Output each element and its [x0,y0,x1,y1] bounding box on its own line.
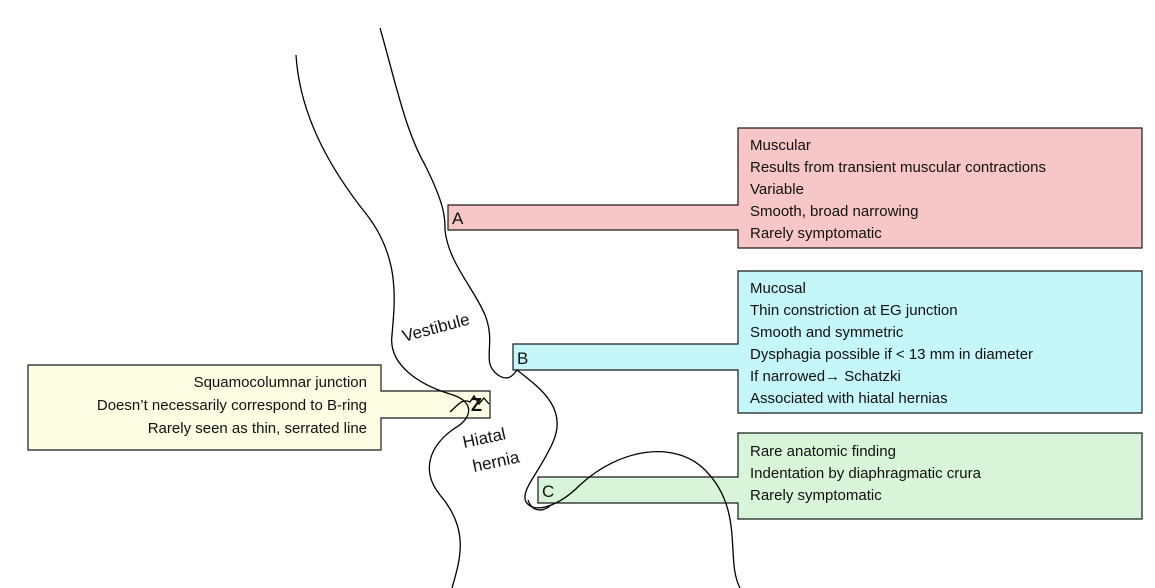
callout-a-letter: A [452,209,464,228]
callout-b-box [512,270,1143,414]
callout-c-line-2: Indentation by diaphragmatic crura [750,465,982,482]
callout-a-line-1: Muscular [750,137,811,154]
callout-a-line-5: Rarely symptomatic [750,225,882,242]
callout-a-line-4: Smooth, broad narrowing [750,203,918,220]
callout-b-letter: B [517,349,528,368]
callout-b: B Mucosal Thin constriction at EG juncti… [512,270,1143,414]
callout-b-line-1: Mucosal [750,280,806,297]
hiatal-hernia-label-line-2: hernia [471,447,522,476]
callout-z-line-3: Rarely seen as thin, serrated line [148,420,367,437]
callout-b-line-4: Dysphagia possible if < 13 mm in diamete… [750,346,1033,363]
callout-c-letter: C [542,482,554,501]
hiatal-hernia-label-line-1: Hiatal [461,424,507,452]
z-line-serration [449,394,490,413]
callout-c-line-1: Rare anatomic finding [750,443,896,460]
callout-c: C Rare anatomic finding Indentation by d… [537,432,1143,520]
callout-b-line-6: Associated with hiatal hernias [750,390,948,407]
z-line-marker: Z [471,395,482,415]
callout-z-line-2: Doesn’t necessarily correspond to B-ring [97,397,367,414]
callout-c-line-3: Rarely symptomatic [750,487,882,504]
crura-indentation-curve [527,499,551,511]
esophagus-left-wall [295,54,470,588]
vestibule-label: Vestibule [400,310,472,346]
callout-z: Squamocolumnar junction Doesn’t necessar… [27,364,491,451]
callout-b-line-3: Smooth and symmetric [750,324,904,341]
esophagus-right-wall [379,27,741,588]
callout-a-line-3: Variable [750,181,804,198]
callout-b-line-5: If narrowed→ Schatzki [750,368,901,385]
callout-z-box [27,364,491,451]
callout-c-box [537,432,1143,520]
callout-a-line-2: Results from transient muscular contract… [750,159,1046,176]
esophagus-outline [295,27,741,588]
callout-b-line-2: Thin constriction at EG junction [750,302,958,319]
callout-a: A Muscular Results from transient muscul… [447,127,1143,249]
callout-a-box [447,127,1143,249]
callout-z-line-1: Squamocolumnar junction [194,374,367,391]
